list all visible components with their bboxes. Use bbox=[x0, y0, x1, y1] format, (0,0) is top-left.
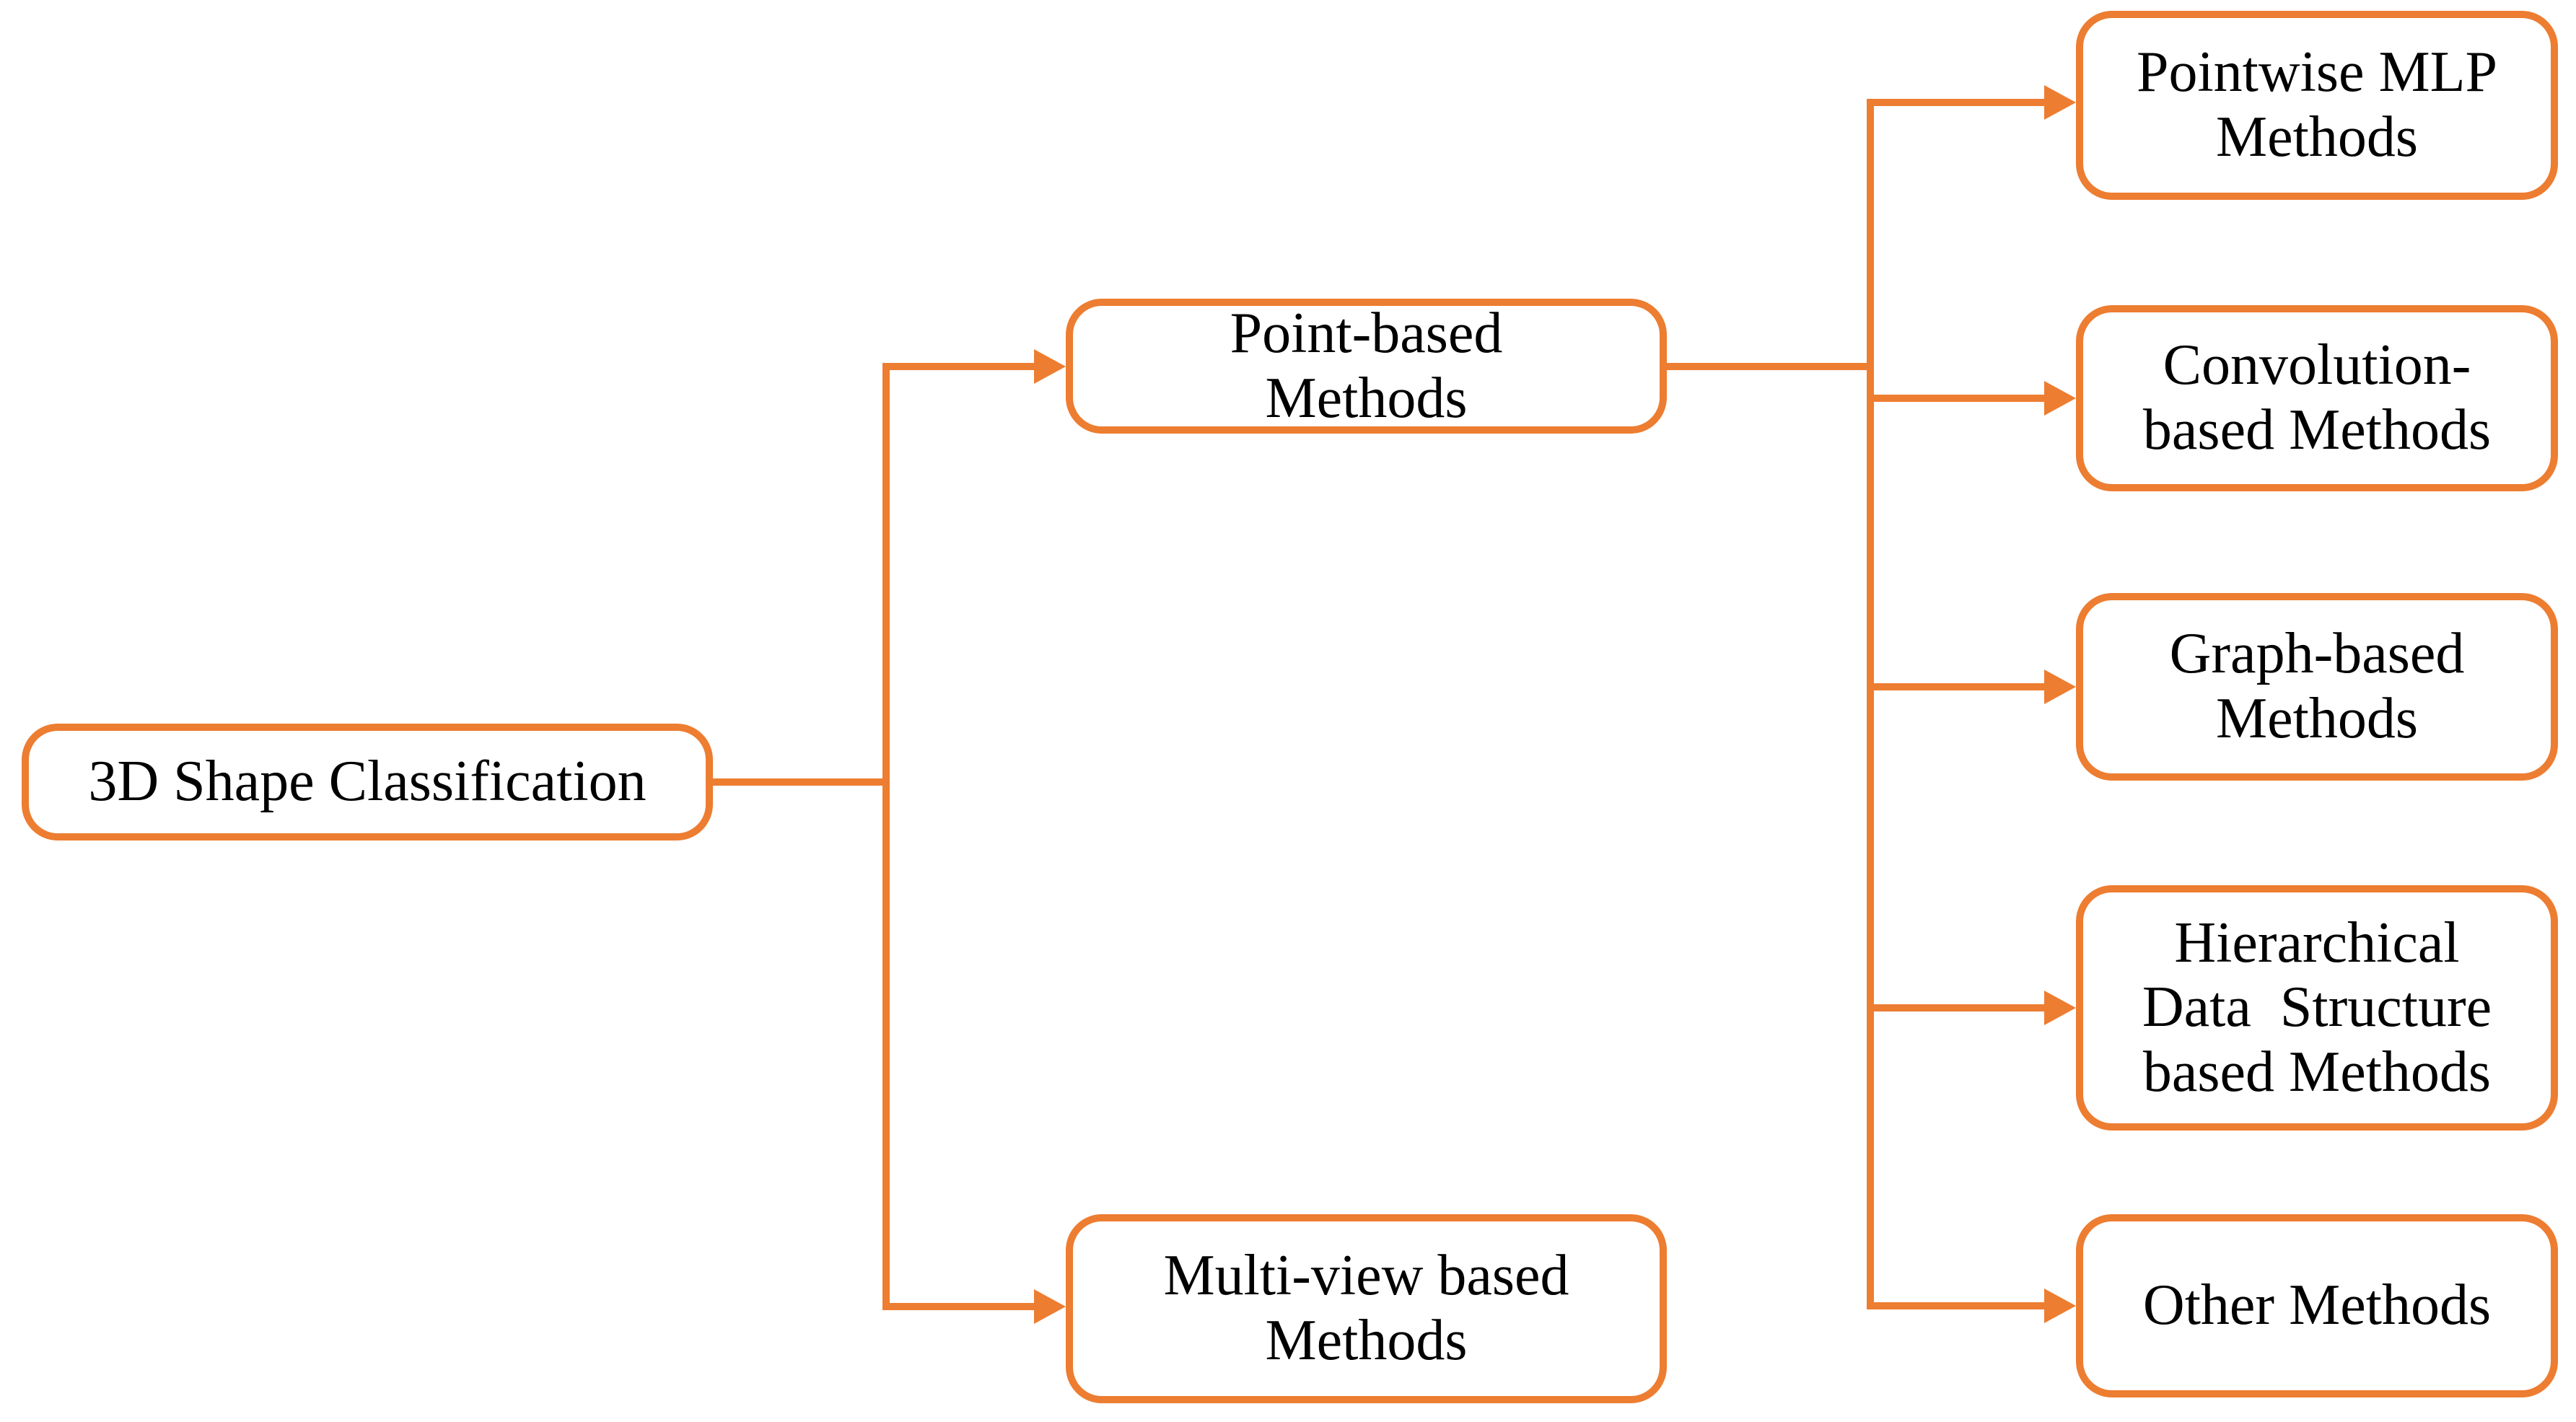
node-label: Convolution- based Methods bbox=[2142, 333, 2492, 462]
arrowhead-other-methods bbox=[2044, 1289, 2076, 1323]
node-3d-shape-classification: 3D Shape Classification bbox=[22, 724, 713, 841]
connector-level3-trunk bbox=[1867, 99, 1874, 1309]
node-hierarchical-data-structure-based-methods: Hierarchical Data Structure based Method… bbox=[2076, 885, 2558, 1131]
node-multi-view-based-methods: Multi-view based Methods bbox=[1066, 1214, 1667, 1403]
connector-to-multi-view bbox=[890, 1303, 1035, 1310]
node-label: Pointwise MLP Methods bbox=[2136, 40, 2498, 169]
connector-to-other-methods bbox=[1867, 1302, 2047, 1309]
node-graph-based-methods: Graph-based Methods bbox=[2076, 593, 2558, 781]
node-other-methods: Other Methods bbox=[2076, 1214, 2558, 1397]
connector-root-to-trunk bbox=[711, 778, 890, 786]
arrowhead-multi-view bbox=[1034, 1289, 1066, 1324]
connector-to-point-based bbox=[890, 363, 1035, 370]
node-label: Hierarchical Data Structure based Method… bbox=[2142, 910, 2492, 1104]
arrowhead-hierarchical bbox=[2044, 991, 2076, 1025]
node-label: Multi-view based Methods bbox=[1163, 1244, 1569, 1372]
node-point-based-methods: Point-based Methods bbox=[1066, 299, 1667, 434]
arrowhead-graph-based bbox=[2044, 670, 2076, 704]
node-label: Point-based Methods bbox=[1230, 301, 1503, 430]
arrowhead-point-based bbox=[1034, 349, 1066, 384]
node-convolution-based-methods: Convolution- based Methods bbox=[2076, 305, 2558, 491]
connector-to-graph-based bbox=[1867, 683, 2047, 690]
connector-to-hierarchical bbox=[1867, 1004, 2047, 1011]
connector-point-based-to-trunk bbox=[1667, 363, 1874, 370]
node-label: Graph-based Methods bbox=[2169, 622, 2465, 750]
node-label: Other Methods bbox=[2142, 1273, 2492, 1338]
arrowhead-convolution-based bbox=[2044, 381, 2076, 416]
node-label: 3D Shape Classification bbox=[88, 750, 647, 814]
connector-to-convolution-based bbox=[1867, 395, 2047, 402]
connector-level2-trunk bbox=[882, 363, 890, 1310]
node-pointwise-mlp-methods: Pointwise MLP Methods bbox=[2076, 11, 2558, 200]
arrowhead-pointwise-mlp bbox=[2044, 85, 2076, 120]
connector-to-pointwise-mlp bbox=[1867, 99, 2047, 106]
